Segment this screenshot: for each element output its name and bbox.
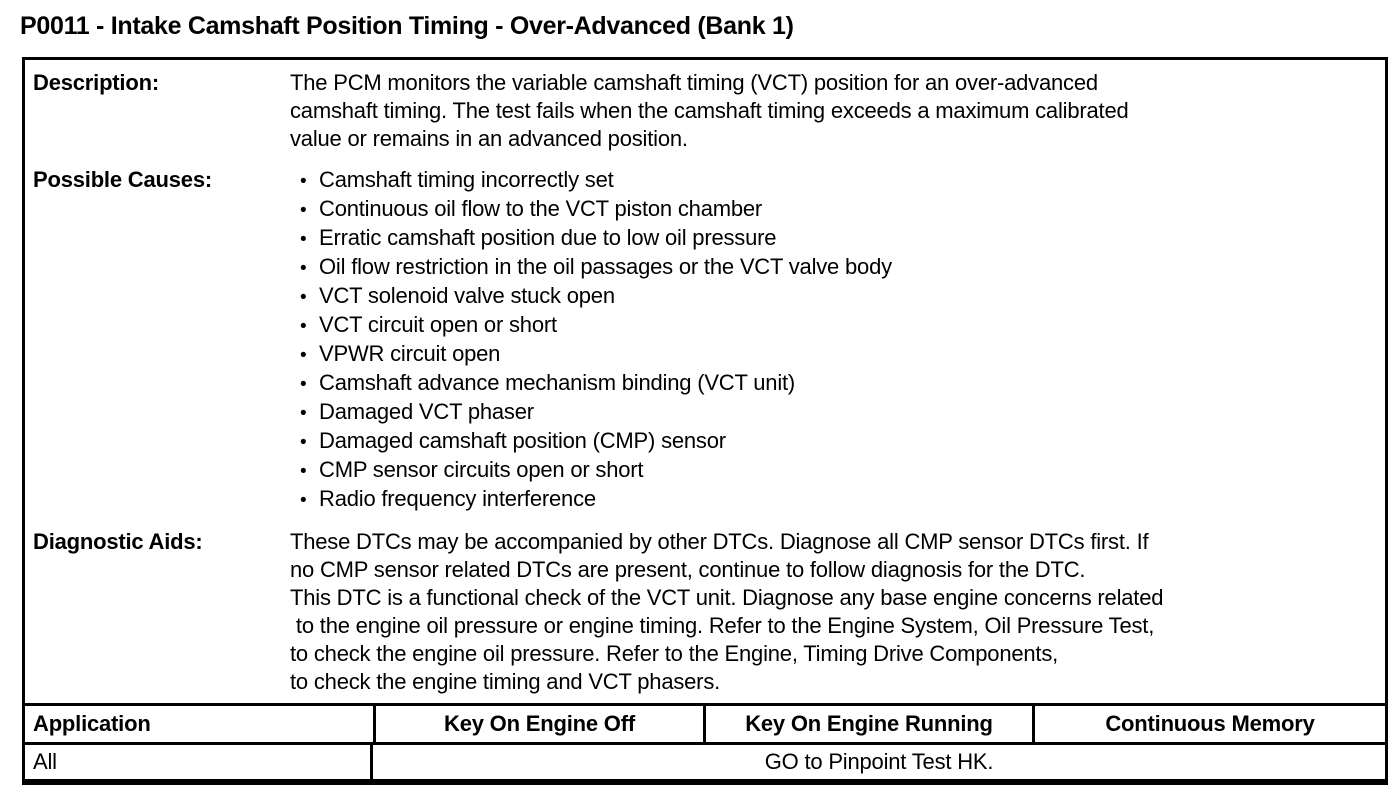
possible-causes-section: Possible Causes: Camshaft timing incorre…	[25, 166, 1385, 514]
description-section: Description: The PCM monitors the variab…	[25, 69, 1385, 153]
dtc-info-box: Description: The PCM monitors the variab…	[22, 57, 1388, 785]
possible-cause-item: Erratic camshaft position due to low oil…	[300, 224, 892, 253]
possible-cause-item: Camshaft timing incorrectly set	[300, 166, 892, 195]
application-value: All	[25, 745, 373, 779]
possible-cause-item: Damaged VCT phaser	[300, 398, 892, 427]
possible-cause-item: Radio frequency interference	[300, 485, 892, 514]
possible-causes-list: Camshaft timing incorrectly set Continuo…	[290, 166, 892, 514]
diagnostic-aids-section: Diagnostic Aids: These DTCs may be accom…	[25, 528, 1385, 696]
description-label: Description:	[33, 70, 159, 95]
header-continuous-memory: Continuous Memory	[1032, 706, 1385, 742]
diagnostic-aids-label: Diagnostic Aids:	[33, 529, 203, 554]
header-application: Application	[33, 711, 151, 736]
pinpoint-test-action: GO to Pinpoint Test HK.	[764, 749, 994, 774]
description-text: The PCM monitors the variable camshaft t…	[290, 70, 1129, 151]
possible-cause-item: Damaged camshaft position (CMP) sensor	[300, 427, 892, 456]
dtc-main-content: Description: The PCM monitors the variab…	[25, 60, 1385, 703]
table-row: All GO to Pinpoint Test HK.	[25, 745, 1385, 779]
header-key-on-engine-off: Key On Engine Off	[373, 706, 703, 742]
possible-cause-item: CMP sensor circuits open or short	[300, 456, 892, 485]
diagnostic-aids-text: These DTCs may be accompanied by other D…	[290, 529, 1164, 694]
application-table-header-row: Application Key On Engine Off Key On Eng…	[25, 706, 1385, 745]
possible-cause-item: Oil flow restriction in the oil passages…	[300, 253, 892, 282]
possible-cause-item: VPWR circuit open	[300, 340, 892, 369]
possible-cause-item: Camshaft advance mechanism binding (VCT …	[300, 369, 892, 398]
possible-causes-label: Possible Causes:	[33, 167, 212, 192]
application-table: Application Key On Engine Off Key On Eng…	[25, 703, 1385, 779]
header-key-on-engine-running: Key On Engine Running	[703, 706, 1032, 742]
possible-cause-item: VCT circuit open or short	[300, 311, 892, 340]
possible-cause-item: VCT solenoid valve stuck open	[300, 282, 892, 311]
possible-cause-item: Continuous oil flow to the VCT piston ch…	[300, 195, 892, 224]
page-title: P0011 - Intake Camshaft Position Timing …	[20, 12, 794, 40]
